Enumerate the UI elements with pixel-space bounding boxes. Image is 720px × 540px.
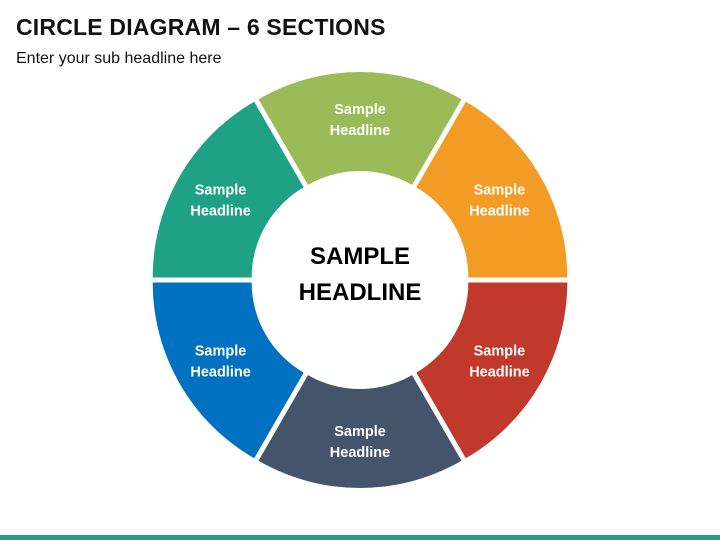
segment-5-shape	[152, 282, 304, 459]
segment-3-label-line1: Sample	[474, 344, 526, 360]
segment-2-shape	[416, 101, 568, 278]
segment-1-shape	[258, 72, 462, 185]
segment-6-shape	[152, 101, 304, 278]
segment-4-label-line1: Sample	[334, 424, 386, 440]
segment-6-label-line1: Sample	[195, 183, 247, 199]
segment-1-label-line1: Sample	[334, 102, 386, 118]
slide-subtitle: Enter your sub headline here	[16, 50, 222, 67]
segment-3-shape	[416, 282, 568, 459]
center-headline-line2: HEADLINE	[299, 279, 422, 306]
segment-1-label-line2: Headline	[330, 123, 390, 139]
segment-4-shape	[258, 375, 462, 488]
segments-layer: SampleHeadlineSampleHeadlineSampleHeadli…	[152, 72, 568, 488]
segment-3-label-line2: Headline	[469, 365, 529, 381]
slide-title: CIRCLE DIAGRAM – 6 SECTIONS	[16, 14, 386, 40]
bottom-accent-bar	[0, 535, 720, 540]
center-circle	[256, 176, 464, 384]
segment-2-label-line2: Headline	[469, 204, 529, 220]
segment-4-label-line2: Headline	[330, 445, 390, 461]
segment-2-label-line1: Sample	[474, 183, 526, 199]
segment-6-label-line2: Headline	[190, 204, 250, 220]
center-headline-line1: SAMPLE	[310, 243, 410, 270]
segment-5-label-line1: Sample	[195, 344, 247, 360]
segment-5-label-line2: Headline	[190, 365, 250, 381]
